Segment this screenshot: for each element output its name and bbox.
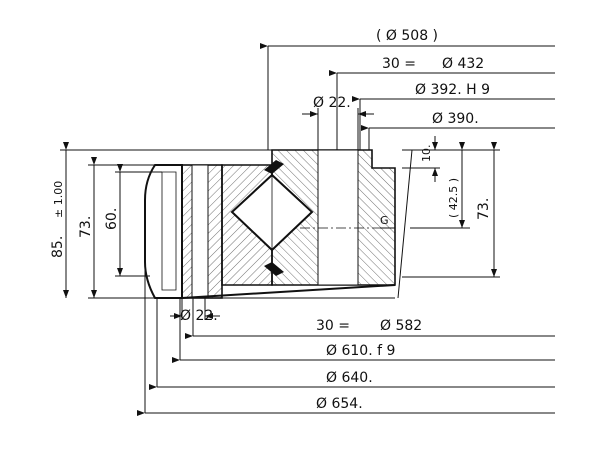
bottom-dimension-lines <box>137 262 555 416</box>
label-h10: 10. <box>420 145 433 163</box>
label-h42-5: ( 42.5 ) <box>447 178 460 218</box>
label-d22-top: Ø 22. <box>313 95 351 111</box>
right-height-dimensions <box>402 136 500 278</box>
bearing-section <box>144 149 413 299</box>
dimension-labels: ( Ø 508 ) 30 = Ø 432 Ø 392. H 9 Ø 22. Ø … <box>50 28 492 412</box>
label-d432: Ø 432 <box>442 56 484 72</box>
label-d392: Ø 392. H 9 <box>415 82 490 98</box>
label-tolerance: ± 1.00 <box>52 181 65 218</box>
label-h73-left: 73. <box>78 216 94 238</box>
label-g: G <box>380 214 389 227</box>
top-dimension-lines <box>260 43 555 150</box>
label-d640: Ø 640. <box>326 370 373 386</box>
label-d22-bottom: Ø 22. <box>180 308 218 324</box>
label-d654: Ø 654. <box>316 396 363 412</box>
label-d432-count: 30 = <box>382 56 416 72</box>
label-d582: Ø 582 <box>380 318 422 334</box>
label-d508: ( Ø 508 ) <box>376 28 438 44</box>
left-height-dimensions <box>60 142 272 299</box>
label-d610: Ø 610. f 9 <box>326 343 395 359</box>
label-d582-count: 30 = <box>316 318 350 334</box>
label-h60: 60. <box>104 208 120 230</box>
label-h85: 85. <box>50 236 66 258</box>
label-h73-right: 73. <box>476 198 492 220</box>
label-d390: Ø 390. <box>432 111 479 127</box>
